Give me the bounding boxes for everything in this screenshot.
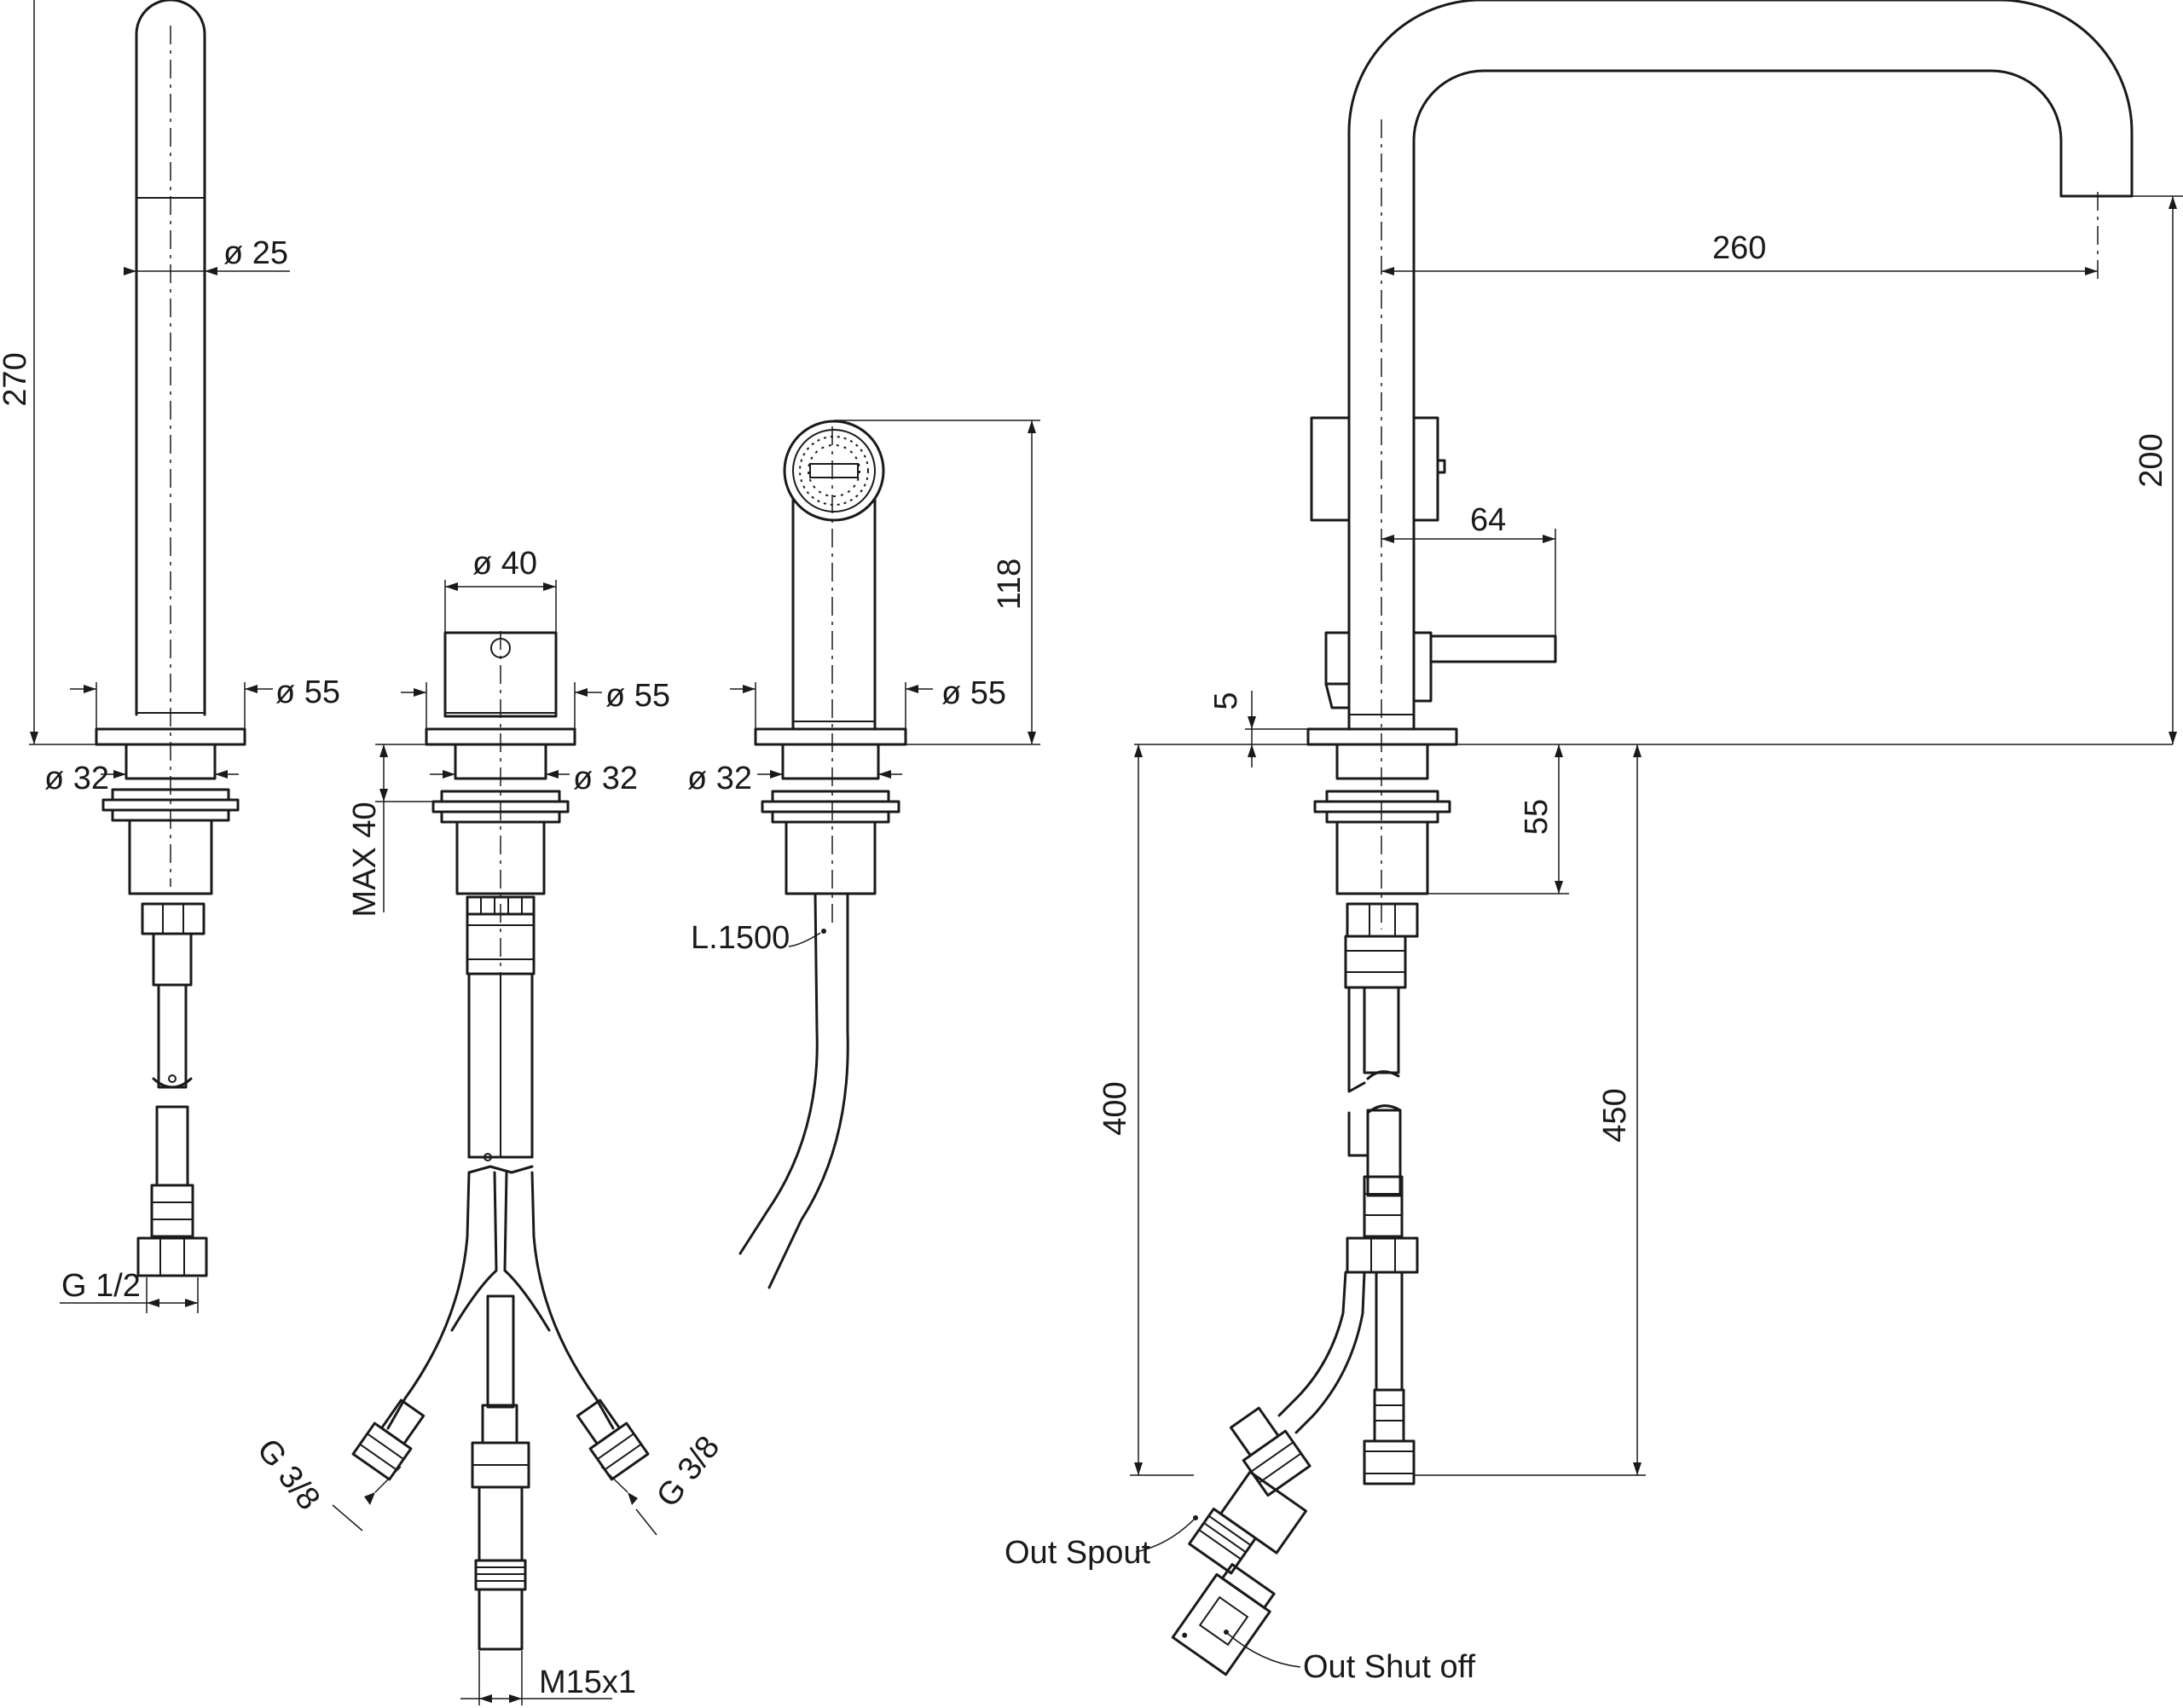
spout-body-view bbox=[95, 0, 246, 1277]
dim-mixer-diameter-40: ø 40 bbox=[472, 546, 537, 582]
dim-mixer-diameter-55: ø 55 bbox=[605, 678, 670, 714]
dim-side-height-200: 200 bbox=[2134, 433, 2169, 487]
spout-dimensions: ø 25 270 ø 55 ø 32 G 1/2 bbox=[0, 0, 340, 1313]
dim-spout-thread-g12: G 1/2 bbox=[61, 1268, 141, 1304]
dim-spout-diameter-55: ø 55 bbox=[275, 675, 340, 710]
dim-spray-diameter-55: ø 55 bbox=[941, 675, 1006, 711]
dim-side-flange-5: 5 bbox=[1208, 692, 1244, 709]
dim-side-handle-64: 64 bbox=[1470, 502, 1506, 538]
callout-out-shutoff: Out Shut off bbox=[1303, 1649, 1476, 1685]
spray-dimensions: 118 ø 55 ø 32 L.1500 bbox=[687, 420, 1040, 956]
callouts: Out Spout Out Shut off bbox=[1005, 1515, 1476, 1685]
dim-mixer-diameter-32: ø 32 bbox=[573, 761, 638, 796]
dim-mixer-max-40: MAX 40 bbox=[347, 802, 383, 917]
side-view-dimensions: 260 200 64 5 55 400 4 bbox=[1097, 195, 2183, 1476]
dim-mixer-thread-g38-left: G 3/8 bbox=[250, 1433, 327, 1517]
side-view bbox=[1171, 0, 2134, 1676]
dim-side-hose-450: 450 bbox=[1597, 1088, 1633, 1142]
callout-out-spout: Out Spout bbox=[1005, 1535, 1151, 1571]
dim-spray-height-118: 118 bbox=[992, 559, 1028, 611]
dim-spray-hose-length: L.1500 bbox=[691, 920, 790, 956]
dim-spout-height-270: 270 bbox=[0, 352, 33, 406]
spray-head-view bbox=[738, 420, 907, 1289]
dim-mixer-thread-g38-right: G 3/8 bbox=[650, 1429, 727, 1514]
dim-spray-diameter-32: ø 32 bbox=[687, 761, 752, 796]
mixer-dimensions: ø 40 ø 55 ø 32 MAX 40 G 3/8 G 3/8 bbox=[250, 546, 727, 1705]
dim-side-depth-55: 55 bbox=[1519, 799, 1555, 835]
dim-spout-diameter-32: ø 32 bbox=[44, 761, 109, 796]
dim-spout-diameter-25: ø 25 bbox=[223, 235, 288, 271]
dim-side-reach-260: 260 bbox=[1712, 230, 1766, 266]
dim-mixer-thread-m15: M15x1 bbox=[539, 1665, 636, 1700]
mixer-body-view bbox=[351, 631, 650, 1651]
dim-side-hose-400: 400 bbox=[1097, 1081, 1133, 1135]
